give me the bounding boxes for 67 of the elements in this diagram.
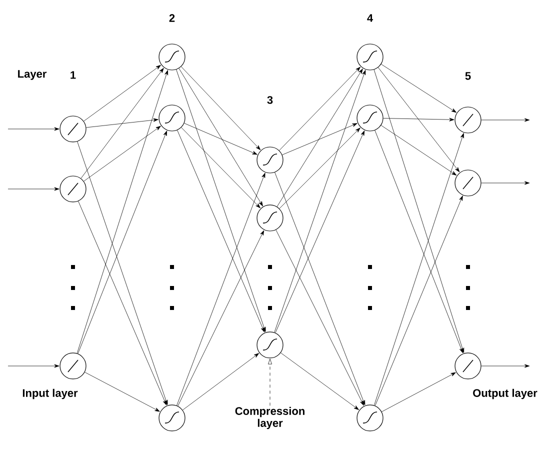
arrow: [176, 172, 266, 406]
arrow: [8, 364, 60, 368]
layer-number: 5: [465, 72, 471, 80]
arrow: [279, 66, 360, 151]
layer-label: Input layer: [22, 388, 78, 400]
arrow: [176, 69, 266, 332]
arrow: [282, 123, 358, 156]
arrow: [177, 130, 265, 332]
neuron-circle: [356, 44, 384, 70]
arrow: [84, 64, 161, 122]
neuron-circle: [356, 404, 384, 432]
arrow: [78, 201, 167, 406]
arrow: [80, 68, 164, 179]
layer-number: 1: [70, 71, 76, 79]
arrow: [481, 181, 530, 185]
arrow: [276, 230, 364, 406]
layer-number: 2: [169, 14, 175, 22]
arrow: [8, 187, 60, 191]
arrow: [178, 230, 264, 406]
arrow: [380, 125, 457, 176]
neuron-circle: [158, 44, 186, 70]
arrow: [374, 133, 464, 406]
layer-label: Layer: [18, 70, 46, 80]
neuron-circle: [454, 106, 482, 134]
neuron-circle: [158, 404, 186, 432]
arrow: [76, 70, 168, 354]
arrow: [84, 372, 160, 412]
layer-label: Output layer: [473, 388, 538, 400]
arrow: [374, 130, 464, 354]
neuron-circle: [158, 104, 186, 132]
arrow: [84, 126, 161, 182]
layer-number: 3: [267, 96, 273, 104]
arrow: [382, 372, 456, 412]
arrow: [481, 364, 530, 368]
arrow: [181, 127, 260, 208]
arrow: [378, 67, 460, 172]
neuron-circle: [60, 176, 86, 202]
arrow: [77, 141, 168, 405]
arrow: [184, 123, 258, 155]
arrow: [180, 66, 261, 150]
neuron-circle: [256, 204, 284, 232]
arrow: [78, 130, 168, 354]
arrow: [374, 196, 463, 406]
arrow: [381, 64, 456, 113]
layer-label: Compression layer: [235, 406, 304, 430]
arrow: [274, 172, 366, 406]
arrow: [8, 127, 60, 131]
arrow: [178, 68, 263, 206]
arrow: [383, 118, 454, 122]
neuron-circle: [454, 170, 482, 196]
neuron-circle: [60, 352, 86, 380]
neuron-circle: [60, 116, 86, 142]
neuron-circle: [454, 352, 482, 380]
arrow: [276, 68, 363, 207]
arrow: [86, 118, 158, 128]
arrow: [279, 128, 360, 209]
arrow: [374, 69, 464, 353]
arrow: [280, 352, 359, 410]
arrow: [481, 118, 530, 122]
arrow: [182, 353, 260, 410]
neuron-circle: [356, 104, 384, 132]
neuron-circle: [256, 146, 284, 174]
neuron-circle: [256, 332, 284, 358]
arrow: [275, 130, 365, 334]
layer-number: 4: [367, 14, 373, 22]
arrow: [274, 70, 366, 333]
leader-line: [268, 358, 272, 406]
